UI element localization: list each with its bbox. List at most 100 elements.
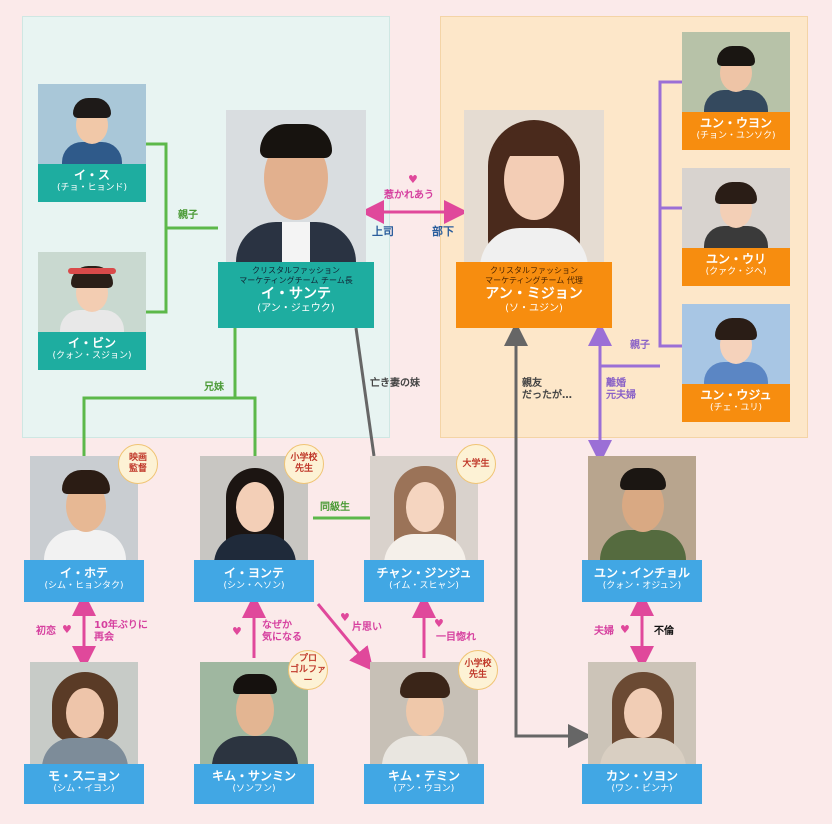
role-i-sante: クリスタルファッション マーケティングチーム チーム長: [239, 266, 353, 285]
rel-boss: 上司: [372, 225, 394, 238]
name-i-su: イ・ス: [73, 168, 110, 182]
rel-oyako-left: 親子: [178, 210, 198, 221]
portrait-an-mijon: [464, 110, 604, 262]
rel-affair: 不倫: [654, 626, 674, 637]
actor-i-bin: (クォン・スジョン): [52, 351, 132, 361]
portrait-yun-uju: [682, 304, 790, 384]
portrait-kan-sojon: [588, 662, 696, 764]
name-mo-sunyon: モ・スニョン: [47, 769, 120, 783]
actor-kan-sojon: (ワン・ビンナ): [611, 784, 673, 794]
actor-i-sante: (アン・ジェウク): [257, 303, 335, 314]
rel-curious: なぜか 気になる: [262, 620, 302, 643]
rel-siblings: 兄妹: [204, 382, 224, 393]
portrait-kim-sanmin: [200, 662, 308, 764]
rel-couple: 夫婦: [594, 626, 614, 637]
card-yun-uju[interactable]: ユン・ウジュ (チェ・ユリ): [682, 304, 790, 422]
label-i-sante: クリスタルファッション マーケティングチーム チーム長 イ・サンテ (アン・ジェ…: [218, 262, 374, 328]
name-yun-uju: ユン・ウジュ: [700, 388, 772, 402]
name-kim-temin: キム・テミン: [387, 769, 460, 783]
portrait-yun-inchol: [588, 456, 696, 560]
actor-chan-jinju: (イム・スヒャン): [389, 581, 459, 591]
rel-divorced: 離婚 元夫婦: [606, 378, 636, 401]
badge-film-director: 映画 監督: [118, 444, 158, 484]
actor-yun-uju: (チェ・ユリ): [709, 403, 763, 413]
portrait-yun-uri: [682, 168, 790, 248]
heart-icon: ♥: [340, 611, 350, 624]
actor-i-yonte: (シン・ヘソン): [223, 581, 285, 591]
name-yun-uwon: ユン・ウヨン: [699, 116, 772, 130]
card-chan-jinju[interactable]: チャン・ジンジュ (イム・スヒャン): [364, 456, 484, 602]
portrait-i-su: [38, 84, 146, 164]
actor-an-mijon: (ソ・ユジン): [505, 303, 563, 314]
badge-elementary-teacher-temin: 小学校 先生: [458, 650, 498, 690]
label-i-bin: イ・ビン (クォン・スジョン): [38, 332, 146, 370]
label-kan-sojon: カン・ソヨン (ワン・ビンナ): [582, 764, 702, 804]
label-yun-uwon: ユン・ウヨン (チョン・ユンソク): [682, 112, 790, 150]
actor-yun-uri: (クァク・ジヘ): [705, 267, 767, 277]
card-i-hote[interactable]: イ・ホテ (シム・ヒョンタク): [24, 456, 144, 602]
actor-i-su: (チョ・ヒョンド): [56, 183, 128, 193]
label-i-su: イ・ス (チョ・ヒョンド): [38, 164, 146, 202]
actor-mo-sunyon: (シム・イヨン): [53, 784, 115, 794]
rel-attracted: 惹かれあう: [384, 190, 434, 201]
name-i-bin: イ・ビン: [67, 336, 116, 350]
card-yun-uri[interactable]: ユン・ウリ (クァク・ジヘ): [682, 168, 790, 286]
heart-icon: ♥: [62, 623, 72, 636]
card-yun-inchol[interactable]: ユン・インチョル (クォン・オジュン): [582, 456, 702, 602]
heart-icon: ♥: [434, 617, 444, 630]
card-mo-sunyon[interactable]: モ・スニョン (シム・イヨン): [24, 662, 144, 804]
name-i-hote: イ・ホテ: [59, 566, 108, 580]
label-yun-inchol: ユン・インチョル (クォン・オジュン): [582, 560, 702, 602]
portrait-i-bin: [38, 252, 146, 332]
card-kan-sojon[interactable]: カン・ソヨン (ワン・ビンナ): [582, 662, 702, 804]
portrait-yun-uwon: [682, 32, 790, 112]
portrait-i-hote: [30, 456, 138, 560]
card-yun-uwon[interactable]: ユン・ウヨン (チョン・ユンソク): [682, 32, 790, 150]
rel-oyako-right: 親子: [630, 340, 650, 351]
card-an-mijon[interactable]: クリスタルファッション マーケティングチーム 代理 アン・ミジョン (ソ・ユジン…: [456, 110, 612, 328]
portrait-i-sante: [226, 110, 366, 262]
label-i-hote: イ・ホテ (シム・ヒョンタク): [24, 560, 144, 602]
heart-icon: ♥: [408, 173, 418, 186]
name-i-sante: イ・サンテ: [261, 286, 331, 302]
name-yun-uri: ユン・ウリ: [705, 252, 766, 266]
card-i-su[interactable]: イ・ス (チョ・ヒョンド): [38, 84, 146, 202]
rel-late-wife-sister: 亡き妻の妹: [370, 378, 420, 389]
badge-university-student: 大学生: [456, 444, 496, 484]
rel-reunion: 10年ぶりに 再会: [94, 620, 148, 643]
rel-first-love: 初恋: [36, 626, 56, 637]
label-yun-uju: ユン・ウジュ (チェ・ユリ): [682, 384, 790, 422]
rel-best-friends: 親友 だったが…: [522, 378, 572, 401]
name-yun-inchol: ユン・インチョル: [593, 566, 690, 580]
portrait-mo-sunyon: [30, 662, 138, 764]
rel-classmates: 同級生: [320, 502, 350, 513]
heart-icon: ♥: [620, 623, 630, 636]
name-an-mijon: アン・ミジョン: [485, 286, 583, 302]
heart-icon: ♥: [232, 625, 242, 638]
name-chan-jinju: チャン・ジンジュ: [376, 566, 472, 580]
badge-elementary-teacher-yonte: 小学校 先生: [284, 444, 324, 484]
label-yun-uri: ユン・ウリ (クァク・ジヘ): [682, 248, 790, 286]
label-kim-temin: キム・テミン (アン・ウヨン): [364, 764, 484, 804]
name-kan-sojon: カン・ソヨン: [605, 769, 678, 783]
rel-unrequited: 片思い: [352, 622, 382, 633]
label-an-mijon: クリスタルファッション マーケティングチーム 代理 アン・ミジョン (ソ・ユジン…: [456, 262, 612, 328]
name-i-yonte: イ・ヨンテ: [223, 566, 284, 580]
card-kim-sanmin[interactable]: キム・サンミン (ソンフン): [194, 662, 314, 804]
role-an-mijon: クリスタルファッション マーケティングチーム 代理: [485, 266, 583, 285]
label-chan-jinju: チャン・ジンジュ (イム・スヒャン): [364, 560, 484, 602]
actor-kim-temin: (アン・ウヨン): [393, 784, 455, 794]
actor-yun-uwon: (チョン・ユンソク): [696, 131, 776, 141]
rel-subordinate: 部下: [432, 225, 454, 238]
label-i-yonte: イ・ヨンテ (シン・ヘソン): [194, 560, 314, 602]
label-kim-sanmin: キム・サンミン (ソンフン): [194, 764, 314, 804]
actor-i-hote: (シム・ヒョンタク): [44, 581, 124, 591]
card-i-sante[interactable]: クリスタルファッション マーケティングチーム チーム長 イ・サンテ (アン・ジェ…: [218, 110, 374, 328]
badge-pro-golfer: プロ ゴルファー: [288, 650, 328, 690]
card-i-bin[interactable]: イ・ビン (クォン・スジョン): [38, 252, 146, 370]
name-kim-sanmin: キム・サンミン: [211, 769, 296, 783]
rel-love-at-first-sight: 一目惚れ: [436, 632, 476, 643]
actor-yun-inchol: (クォン・オジュン): [602, 581, 682, 591]
actor-kim-sanmin: (ソンフン): [232, 784, 276, 794]
